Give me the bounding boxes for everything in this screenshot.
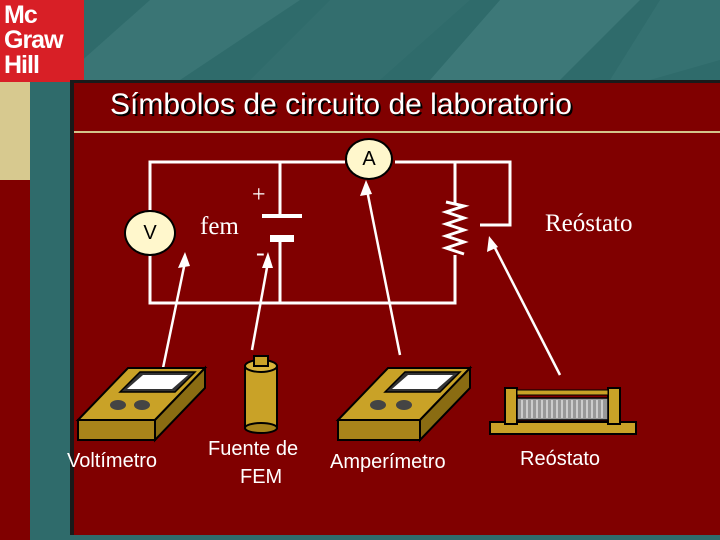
emf-source-label-line2: FEM	[240, 466, 283, 488]
ammeter-device	[335, 365, 473, 443]
title-band	[74, 83, 720, 133]
pointer-arrowheads	[178, 180, 498, 268]
voltmeter-device	[75, 365, 208, 443]
left-accent-bar	[0, 82, 30, 180]
left-dark-bar	[0, 180, 30, 540]
logo-line-2: Graw	[4, 26, 64, 54]
battery-symbol	[262, 214, 302, 242]
slide-title: Símbolos de circuito de laboratorio	[110, 88, 572, 121]
ammeter-label: Amperímetro	[330, 451, 446, 473]
battery-device	[244, 355, 278, 434]
rheostat-coil-symbol	[441, 198, 470, 256]
rheostat-symbol-label: Reóstato	[545, 210, 633, 237]
battery-plus-sign: +	[252, 182, 266, 208]
slide-panel	[70, 80, 720, 535]
logo-line-1: Mc	[4, 1, 38, 29]
battery-minus-sign: -	[256, 238, 265, 267]
logo-line-3: Hill	[4, 51, 40, 79]
voltmeter-symbol: V	[124, 210, 176, 256]
pointer-lines	[161, 189, 562, 376]
publisher-logo: Mc Graw Hill	[0, 0, 84, 82]
rheostat-device	[489, 387, 637, 435]
emf-source-label-line1: Fuente de	[208, 438, 299, 460]
circuit-wires	[148, 160, 512, 305]
voltmeter-label: Voltímetro	[67, 450, 158, 472]
ammeter-symbol: A	[345, 138, 393, 180]
emf-label: fem	[200, 213, 239, 240]
rheostat-device-label: Reóstato	[520, 448, 601, 470]
